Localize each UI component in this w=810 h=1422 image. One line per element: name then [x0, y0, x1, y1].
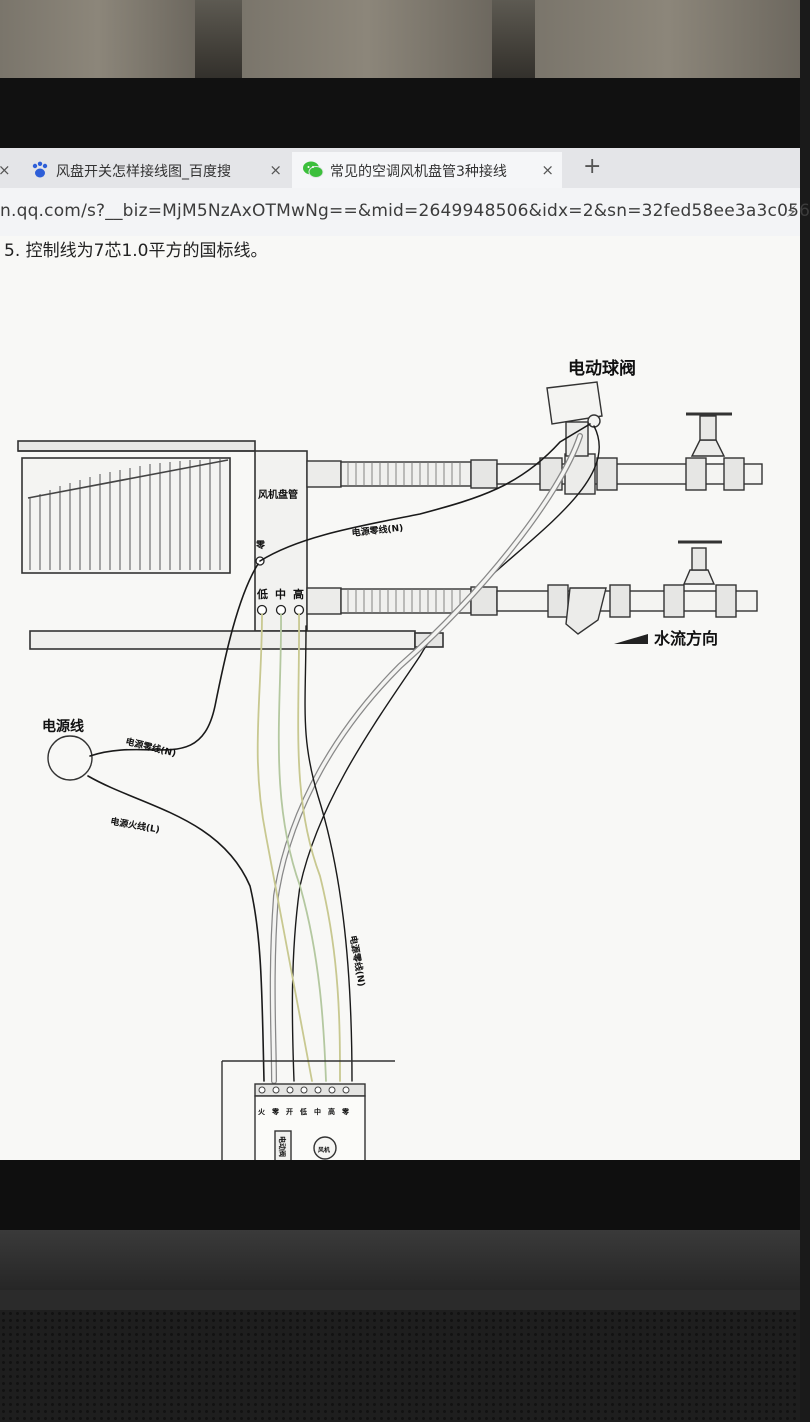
- terminal-label: 零: [271, 1107, 280, 1116]
- wiring: [87, 423, 600, 1084]
- terminal-label: 火: [258, 1108, 266, 1116]
- terminal-label: 零: [341, 1107, 350, 1116]
- label-valve-box: 电动阀: [278, 1136, 287, 1157]
- article-text-line: 5. 控制线为7芯1.0平方的国标线。: [4, 241, 268, 261]
- tab-close-icon[interactable]: ×: [541, 161, 554, 179]
- label-live: 电源火线(L): [109, 815, 160, 835]
- label-high: 高: [293, 587, 304, 601]
- label-power-line: 电源线: [42, 718, 84, 735]
- new-tab-button[interactable]: +: [583, 154, 602, 179]
- monitor-bezel-top: [0, 78, 800, 194]
- window-blind: [535, 0, 800, 82]
- laptop-base: [0, 1230, 800, 1422]
- speaker-grille: [0, 1310, 800, 1422]
- lightning-icon[interactable]: ⚡: [786, 202, 798, 221]
- label-low: 低: [256, 587, 268, 601]
- label-zero: 零: [255, 540, 266, 551]
- terminal-label: 高: [328, 1107, 335, 1116]
- article-content: 5. 控制线为7芯1.0平方的国标线。: [0, 236, 800, 1192]
- return-pipe: [306, 540, 758, 635]
- monitor-bezel-bottom: [0, 1160, 800, 1230]
- terminal-label: 低: [299, 1107, 307, 1116]
- label-mid: 中: [275, 587, 286, 601]
- wiring-diagram: 电动球阀 风机盘管 零 低 中 高 电源零线(N) 电源线 电源零线(N) 电源…: [17, 358, 763, 1192]
- fan-coil-unit: [17, 440, 444, 650]
- supply-pipe: [306, 412, 763, 495]
- screen: × 风盘开关怎样接线图_百度搜 × 常见的空调风机盘管3种接线 × +: [0, 148, 810, 1192]
- label-neutral-right: 电源零线(N): [347, 934, 368, 987]
- tab-close-icon[interactable]: ×: [269, 161, 282, 179]
- url-text[interactable]: n.qq.com/s?__biz=MjM5NzAxOTMwNg==&mid=26…: [0, 201, 810, 221]
- laptop-hinge: [0, 1230, 800, 1290]
- baidu-paw-icon: [30, 160, 50, 180]
- tab-label: 常见的空调风机盘管3种接线: [330, 164, 507, 180]
- tab-fan-coil-wiring[interactable]: 常见的空调风机盘管3种接线 ×: [292, 152, 562, 188]
- window-blind: [0, 0, 195, 82]
- label-neutral-top: 电源零线(N): [351, 522, 404, 539]
- previous-tab-close-icon[interactable]: ×: [0, 161, 11, 179]
- window-blind: [242, 0, 492, 82]
- terminal-label: 开: [286, 1108, 293, 1116]
- label-motor: 风机: [318, 1146, 330, 1154]
- water-flow-arrow: [614, 634, 648, 644]
- tab-baidu-search[interactable]: 风盘开关怎样接线图_百度搜 ×: [18, 152, 290, 188]
- address-bar[interactable]: n.qq.com/s?__biz=MjM5NzAxOTMwNg==&mid=26…: [0, 188, 810, 237]
- terminal-label: 中: [314, 1107, 321, 1116]
- controller-terminal-labels: 火 零 开 低 中 高 零: [258, 1107, 350, 1116]
- power-line-circle: [47, 735, 93, 781]
- label-fan-coil: 风机盘管: [258, 488, 298, 501]
- label-neutral-left: 电源零线(N): [124, 735, 177, 759]
- browser-tab-bar: × 风盘开关怎样接线图_百度搜 × 常见的空调风机盘管3种接线 × +: [0, 148, 800, 188]
- label-water-flow: 水流方向: [654, 629, 718, 648]
- wechat-icon: [302, 160, 324, 180]
- tab-label: 风盘开关怎样接线图_百度搜: [56, 164, 231, 180]
- label-ball-valve: 电动球阀: [568, 358, 636, 379]
